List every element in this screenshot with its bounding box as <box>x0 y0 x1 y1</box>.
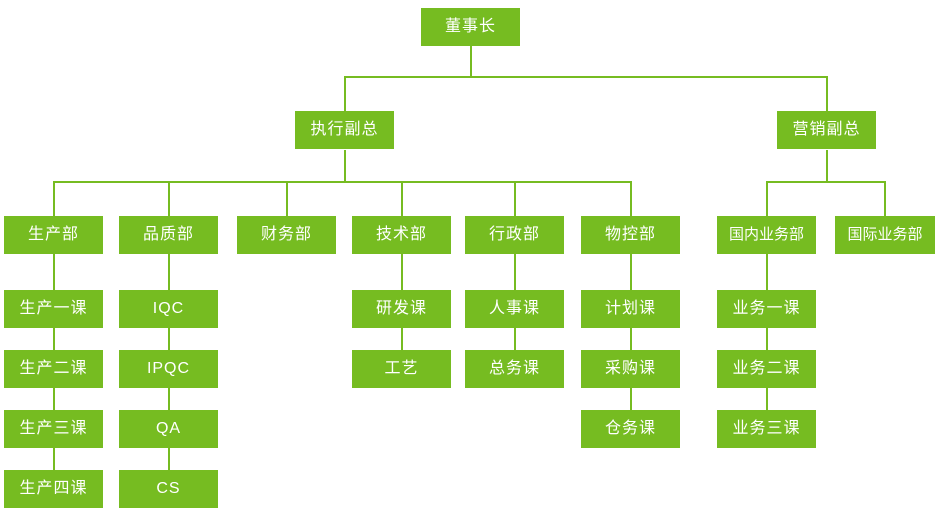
node-prod-section-3[interactable]: 生产三课 <box>4 410 103 448</box>
edge-chairman-bar <box>345 76 828 78</box>
node-admin-general-affairs[interactable]: 总务课 <box>465 350 564 388</box>
node-chairman[interactable]: 董事长 <box>421 8 520 46</box>
node-sales-section-2[interactable]: 业务二课 <box>717 350 816 388</box>
edge-drop-admin <box>514 181 516 216</box>
node-sales-section-3[interactable]: 业务三课 <box>717 410 816 448</box>
node-prod-section-2[interactable]: 生产二课 <box>4 350 103 388</box>
edge-marketingvp-down <box>826 76 828 111</box>
edge-chairman-stem <box>470 46 472 76</box>
node-exec-vp[interactable]: 执行副总 <box>295 111 394 149</box>
edge-execvp-stem <box>344 150 346 181</box>
edge-iqc-to-ipqc <box>168 328 170 350</box>
node-marketing-vp[interactable]: 营销副总 <box>777 111 876 149</box>
node-dept-admin[interactable]: 行政部 <box>465 216 564 254</box>
edge-hr-to-general-affairs <box>514 328 516 350</box>
node-dept-domestic-sales[interactable]: 国内业务部 <box>717 216 816 254</box>
edge-domestic-to-sales1 <box>766 254 768 290</box>
edge-dept-bar-marketing <box>767 181 885 183</box>
node-quality-cs[interactable]: CS <box>119 470 218 508</box>
edge-production-to-s1 <box>53 254 55 290</box>
node-tech-process[interactable]: 工艺 <box>352 350 451 388</box>
edge-drop-domestic-sales <box>766 181 768 216</box>
edge-marketingvp-stem <box>826 150 828 181</box>
node-dept-production[interactable]: 生产部 <box>4 216 103 254</box>
node-quality-ipqc[interactable]: IPQC <box>119 350 218 388</box>
edge-drop-material-control <box>630 181 632 216</box>
edge-quality-to-iqc <box>168 254 170 290</box>
node-mc-purchasing[interactable]: 采购课 <box>581 350 680 388</box>
edge-sales2-to-sales3 <box>766 388 768 410</box>
node-tech-rd[interactable]: 研发课 <box>352 290 451 328</box>
node-dept-finance[interactable]: 财务部 <box>237 216 336 254</box>
node-mc-warehouse[interactable]: 仓务课 <box>581 410 680 448</box>
node-prod-section-1[interactable]: 生产一课 <box>4 290 103 328</box>
node-mc-planning[interactable]: 计划课 <box>581 290 680 328</box>
edge-drop-technology <box>401 181 403 216</box>
edge-s3-to-s4 <box>53 448 55 470</box>
edge-admin-to-hr <box>514 254 516 290</box>
node-quality-iqc[interactable]: IQC <box>119 290 218 328</box>
edge-drop-international-sales <box>884 181 886 216</box>
node-dept-technology[interactable]: 技术部 <box>352 216 451 254</box>
node-sales-section-1[interactable]: 业务一课 <box>717 290 816 328</box>
node-dept-material-control[interactable]: 物控部 <box>581 216 680 254</box>
edge-execvp-down <box>344 76 346 111</box>
edge-purchasing-to-warehouse <box>630 388 632 410</box>
edge-dept-bar-exec <box>54 181 631 183</box>
edge-mc-to-planning <box>630 254 632 290</box>
node-dept-quality[interactable]: 品质部 <box>119 216 218 254</box>
edge-sales1-to-sales2 <box>766 328 768 350</box>
edge-rd-to-process <box>401 328 403 350</box>
edge-planning-to-purchasing <box>630 328 632 350</box>
node-admin-hr[interactable]: 人事课 <box>465 290 564 328</box>
edge-ipqc-to-qa <box>168 388 170 410</box>
edge-s2-to-s3 <box>53 388 55 410</box>
edge-drop-quality <box>168 181 170 216</box>
edge-drop-finance <box>286 181 288 216</box>
edge-qa-to-cs <box>168 448 170 470</box>
node-prod-section-4[interactable]: 生产四课 <box>4 470 103 508</box>
edge-drop-production <box>53 181 55 216</box>
node-dept-international-sales[interactable]: 国际业务部 <box>835 216 935 254</box>
edge-technology-to-rd <box>401 254 403 290</box>
edge-s1-to-s2 <box>53 328 55 350</box>
node-quality-qa[interactable]: QA <box>119 410 218 448</box>
